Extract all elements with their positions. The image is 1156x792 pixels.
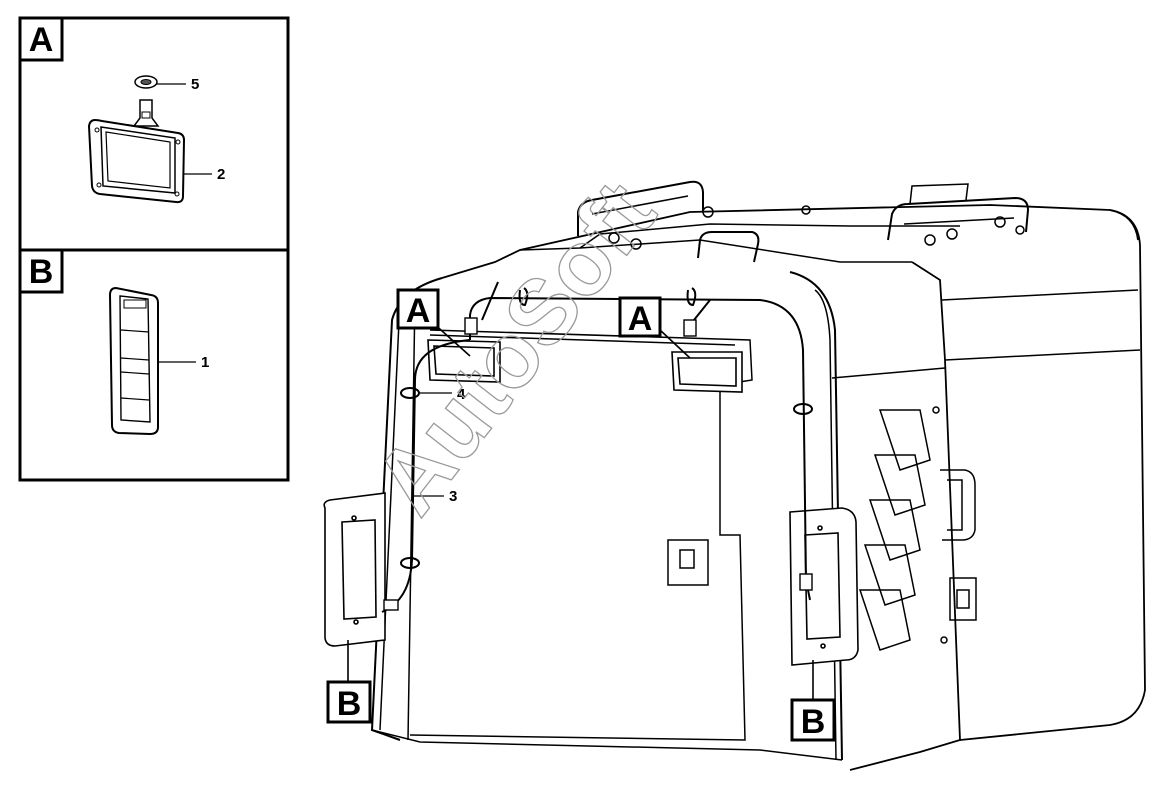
part-number-2: 2 <box>217 166 225 183</box>
detail-panel-a-letter-box <box>18 16 64 62</box>
watermark-text: AutoSoft <box>355 164 674 533</box>
callout-b-right-letter: B <box>801 703 826 741</box>
detail-panel-b-letter-box <box>18 248 64 294</box>
washer-part-drawing <box>134 75 186 89</box>
callout-a-left: A <box>396 288 440 330</box>
part-number-4: 4 <box>457 386 466 403</box>
detail-panel-a-letter: A <box>29 21 54 59</box>
detail-panel-b: B 1 <box>18 248 290 482</box>
callout-a-right: A <box>618 296 662 338</box>
rear-lamp-part-drawing <box>108 286 196 436</box>
part-number-3: 3 <box>449 488 457 505</box>
wiring-harness <box>381 281 813 613</box>
mounted-work-lamp-left <box>427 339 501 383</box>
part-number-1: 1 <box>201 354 209 371</box>
callout-b-left-letter: B <box>337 685 362 723</box>
mounted-rear-lamp-left <box>323 492 386 647</box>
callout-b-right: B <box>790 698 836 742</box>
part-number-5: 5 <box>191 76 199 93</box>
work-lamp-part-drawing <box>87 99 212 204</box>
callout-a-left-letter: A <box>406 292 431 330</box>
mounted-work-lamp-right <box>671 351 743 393</box>
callout-b-left: B <box>326 680 372 724</box>
detail-panel-a: A 5 2 <box>18 16 290 252</box>
mounted-rear-lamp-right <box>789 507 859 666</box>
detail-panel-b-letter: B <box>29 253 54 291</box>
callout-a-right-letter: A <box>628 300 653 338</box>
cab-rear-view-drawing <box>370 180 1146 771</box>
